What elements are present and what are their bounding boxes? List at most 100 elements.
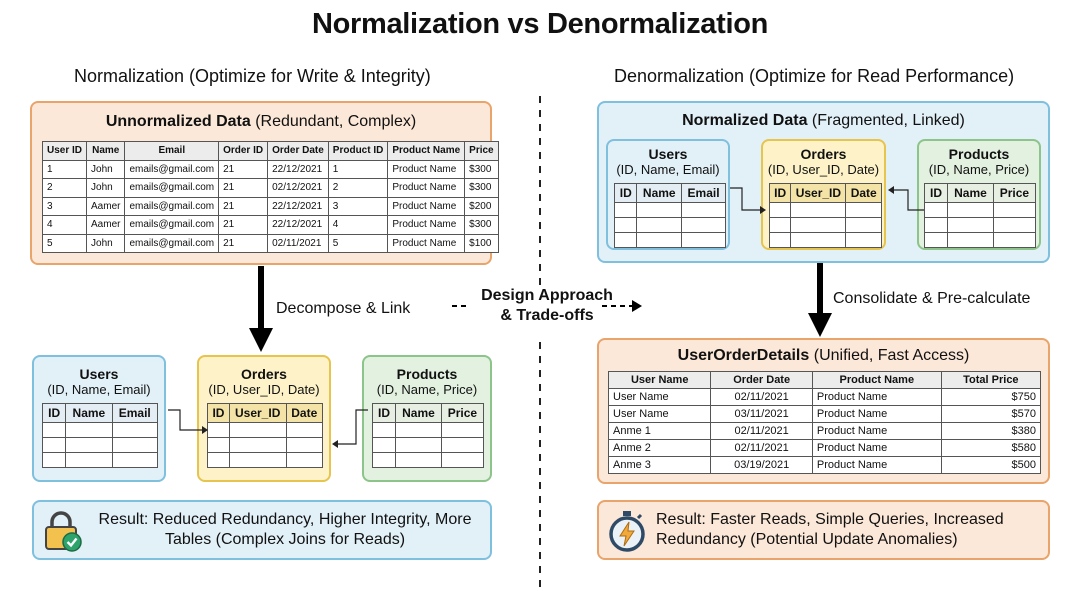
column-header: ID xyxy=(41,403,67,423)
consolidate-arrow xyxy=(808,263,832,337)
table-cell: 2 xyxy=(41,178,88,198)
table-cell: 3 xyxy=(41,196,88,216)
right-heading: Denormalization (Optimize for Read Perfo… xyxy=(614,66,1015,86)
design-approach-line2: & Trade-offs xyxy=(500,307,594,324)
table-cell: 02/11/2021 xyxy=(710,422,813,440)
column-header: Product Name xyxy=(811,371,942,389)
table-cell: User Name xyxy=(607,388,712,406)
table-row xyxy=(923,202,1037,218)
page-title: Normalization vs Denormalization xyxy=(311,8,769,40)
table-cell: 2 xyxy=(327,178,389,198)
column-header: User Name xyxy=(607,371,712,389)
column-header: Email xyxy=(124,141,220,161)
column-header: Name xyxy=(65,403,113,423)
orders-title: Orders xyxy=(800,146,847,162)
table-cell: emails@gmail.com xyxy=(124,159,220,179)
products-title: Products xyxy=(396,366,458,382)
table-cell: 22/12/2021 xyxy=(267,215,329,235)
table-cell: Anme 1 xyxy=(607,422,712,440)
column-header: Product Name xyxy=(387,141,466,161)
table-row xyxy=(613,202,726,218)
table-cell: Product Name xyxy=(811,439,942,457)
table-row: 4 Aamer emails@gmail.com 21 22/12/2021 4… xyxy=(41,215,499,235)
table-cell: 4 xyxy=(327,215,389,235)
orders-subtitle: (ID, User_ID, Date) xyxy=(767,162,880,177)
details-title: UserOrderDetails xyxy=(677,347,810,364)
column-header: Price xyxy=(440,403,485,423)
table-cell: Product Name xyxy=(387,233,466,253)
table-cell: 22/12/2021 xyxy=(267,196,329,216)
column-header: Order Date xyxy=(267,141,329,161)
users-title: Users xyxy=(648,146,688,162)
stopwatch-bolt-icon xyxy=(609,511,645,552)
table-row xyxy=(371,437,485,453)
table-row xyxy=(41,422,158,438)
table-cell: 1 xyxy=(41,159,88,179)
table-row xyxy=(613,232,726,248)
table-row: Anme 3 03/19/2021 Product Name $500 xyxy=(607,456,1042,474)
table-cell: 21 xyxy=(218,159,269,179)
table-cell: Product Name xyxy=(811,456,942,474)
table-row: User Name 02/11/2021 Product Name $750 xyxy=(607,388,1042,406)
table-row: 5 John emails@gmail.com 21 02/11/2021 5 … xyxy=(41,233,499,253)
design-approach-line1: Design Approach xyxy=(481,287,613,304)
table-row: 2 John emails@gmail.com 21 02/12/2021 2 … xyxy=(41,178,499,198)
table-cell: 02/12/2021 xyxy=(267,178,329,198)
table-cell: 02/11/2021 xyxy=(710,439,813,457)
column-header: User_ID xyxy=(228,403,287,423)
column-header: Product ID xyxy=(327,141,389,161)
table-cell: 5 xyxy=(327,233,389,253)
table-cell: 22/12/2021 xyxy=(267,159,329,179)
table-cell: Anme 3 xyxy=(607,456,712,474)
right-result-box: Result: Faster Reads, Simple Queries, In… xyxy=(597,500,1050,560)
table-cell: 21 xyxy=(218,215,269,235)
table-cell: 21 xyxy=(218,233,269,253)
column-header: Date xyxy=(285,403,323,423)
table-cell: 1 xyxy=(327,159,389,179)
table-cell: John xyxy=(86,159,126,179)
table-row: 1 John emails@gmail.com 21 22/12/2021 1 … xyxy=(41,159,499,179)
products-subtitle: (ID, Name, Price) xyxy=(376,382,478,397)
table-cell: $580 xyxy=(940,439,1042,457)
column-header: ID xyxy=(207,403,230,423)
left-result-box: Result: Reduced Redundancy, Higher Integ… xyxy=(32,500,492,560)
column-header: Price xyxy=(992,183,1037,203)
details-header: UserOrderDetails (Unified, Fast Access) xyxy=(599,347,1048,365)
column-header: Price xyxy=(464,141,499,161)
table-row xyxy=(923,232,1037,248)
table-row xyxy=(613,217,726,233)
table-row xyxy=(768,232,882,248)
orders-title: Orders xyxy=(241,366,287,382)
table-cell: $300 xyxy=(464,159,499,179)
orders-subtitle: (ID, User_ID, Date) xyxy=(208,382,320,397)
table-cell: 03/19/2021 xyxy=(710,456,813,474)
center-divider xyxy=(539,96,541,589)
table-cell: Product Name xyxy=(387,215,466,235)
users-subtitle: (ID, Name, Email) xyxy=(616,162,720,177)
column-header: Order Date xyxy=(710,371,813,389)
table-cell: 5 xyxy=(41,233,88,253)
table-row xyxy=(207,437,323,453)
table-row xyxy=(371,452,485,468)
table-cell: Aamer xyxy=(86,215,126,235)
unnormalized-header: Unnormalized Data (Redundant, Complex) xyxy=(32,113,490,131)
decompose-label: Decompose & Link xyxy=(276,300,411,317)
table-cell: $500 xyxy=(940,456,1042,474)
table-row xyxy=(41,437,158,453)
table-cell: John xyxy=(86,178,126,198)
unnormalized-subtitle: (Redundant, Complex) xyxy=(255,113,417,130)
consolidate-label: Consolidate & Pre-calculate xyxy=(833,290,1031,307)
left-result-text: Result: Reduced Redundancy, Higher Integ… xyxy=(98,511,472,548)
right-result-text: Result: Faster Reads, Simple Queries, In… xyxy=(656,511,1004,548)
table-cell: $200 xyxy=(464,196,499,216)
table-cell: $300 xyxy=(464,215,499,235)
column-header: Name xyxy=(947,183,994,203)
user-order-details-panel: UserOrderDetails (Unified, Fast Access) … xyxy=(597,338,1050,484)
table-header-row: User ID Name Email Order ID Order Date P… xyxy=(41,141,499,161)
